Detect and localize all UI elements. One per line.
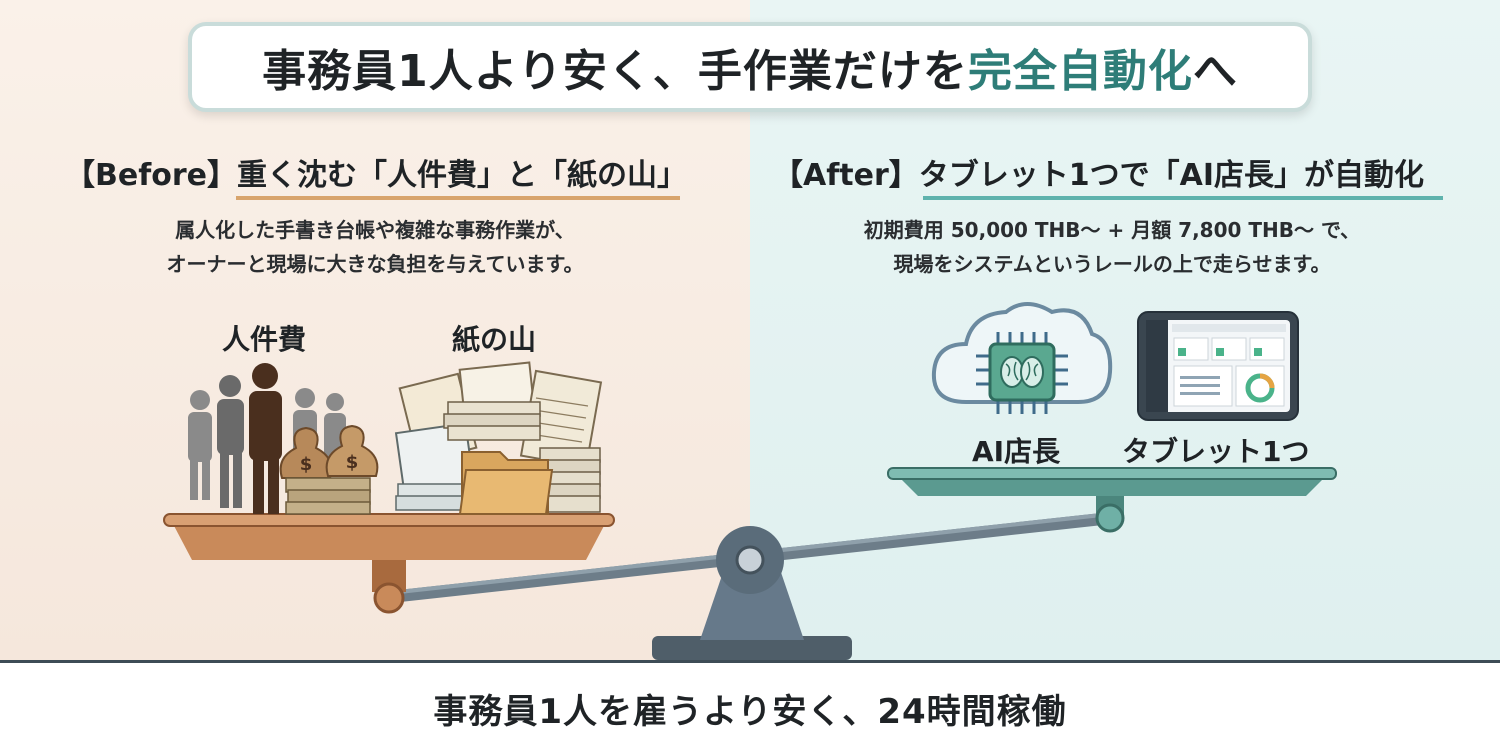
before-heading-text: 重く沈む「人件費」と「紙の山」 — [237, 158, 688, 193]
after-description: 初期費用 50,000 THB〜 + 月額 7,800 THB〜 で、 現場をシ… — [762, 213, 1462, 281]
tablet-dashboard-icon — [1137, 311, 1299, 421]
before-heading: 【Before】重く沈む「人件費」と「紙の山」 — [65, 150, 687, 194]
right-scale-pan — [887, 467, 1337, 496]
svg-text:$: $ — [300, 454, 313, 475]
balance-scale-illustration: $ $ — [163, 302, 1337, 660]
svg-text:$: $ — [346, 452, 359, 473]
after-heading-text: タブレット1つで「AI店長」が自動化 — [918, 158, 1425, 193]
left-scale-pan — [163, 513, 615, 560]
label-one-tablet: タブレット1つ — [1122, 435, 1310, 468]
title-suffix: へ — [1192, 46, 1238, 97]
businesspeople-silhouette-icon — [188, 363, 346, 514]
paper-stack-icon — [394, 361, 603, 515]
title-accent: 完全自動化 — [967, 46, 1193, 97]
footer-text: 事務員1人を雇うより安く、24時間稼働 — [433, 691, 1067, 732]
after-description-line2: 現場をシステムというレールの上で走らせます。 — [893, 252, 1331, 276]
after-heading-tag: 【After】 — [773, 158, 919, 193]
scale-fulcrum — [652, 526, 852, 660]
after-underline — [923, 196, 1443, 200]
page-title: 事務員1人より安く、手作業だけを完全自動化へ — [188, 22, 1312, 112]
cloud-ai-brain-icon — [931, 302, 1113, 414]
money-bag-icon: $ $ — [279, 424, 379, 515]
before-description: 属人化した手書き台帳や複雑な事務作業が、 オーナーと現場に大きな負担を与えていま… — [25, 213, 725, 281]
label-people-cost: 人件費 — [222, 323, 307, 356]
label-paper-pile: 紙の山 — [452, 323, 537, 356]
after-description-line1: 初期費用 50,000 THB〜 + 月額 7,800 THB〜 で、 — [863, 218, 1361, 242]
right-pan-post — [1095, 494, 1125, 533]
before-underline — [236, 196, 680, 200]
before-description-line1: 属人化した手書き台帳や複雑な事務作業が、 — [175, 218, 575, 242]
before-heading-tag: 【Before】 — [65, 158, 238, 193]
after-heading: 【After】タブレット1つで「AI店長」が自動化 — [773, 150, 1424, 194]
before-description-line2: オーナーと現場に大きな負担を与えています。 — [166, 252, 584, 276]
footer-banner: 事務員1人を雇うより安く、24時間稼働 — [0, 660, 1500, 753]
label-ai-manager: AI店長 — [972, 435, 1061, 468]
title-main: 事務員1人より安く、手作業だけを — [262, 46, 968, 97]
